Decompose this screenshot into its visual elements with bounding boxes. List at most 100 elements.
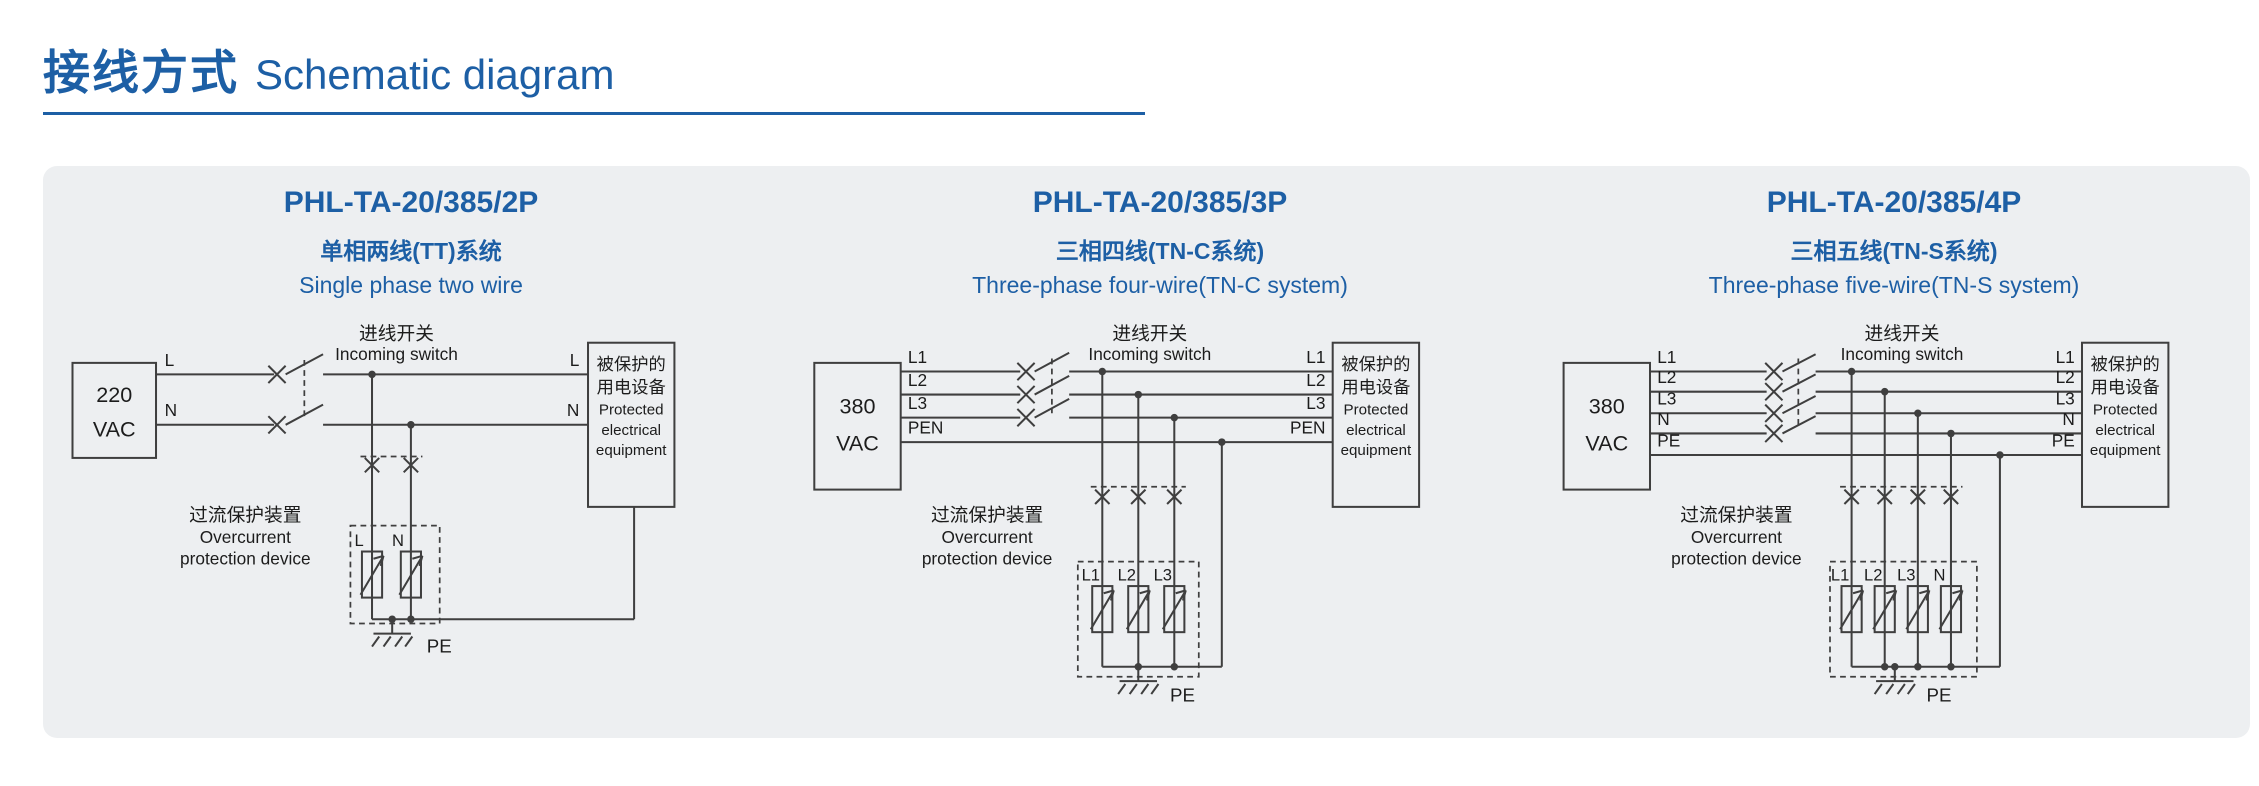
equipment-cn-2: 用电设备 <box>597 377 666 397</box>
schematic-4p: 380 VAC 进线开关 Incoming switch L1 L2 L3 N … <box>1562 323 2170 705</box>
pe-label: PE <box>427 635 452 656</box>
line-label-left: L3 <box>908 393 927 413</box>
equipment-cn-2: 用电设备 <box>1341 377 1410 397</box>
overcurrent-label-4p: 过流保护装置 Overcurrent protection device <box>1671 504 1802 568</box>
arrester-arrows <box>1839 589 1964 630</box>
line-labels-4p: L1 L2 L3 N PE L1 L2 L3 N PE <box>1657 347 2075 451</box>
spd-terminal-label: N <box>1933 565 1945 584</box>
line-label-left: N <box>1657 409 1669 429</box>
incoming-switch-en: Incoming switch <box>1088 344 1211 364</box>
equipment-box-4p: 被保护的 用电设备 Protected electrical equipment <box>2080 341 2170 508</box>
line-label-left: L2 <box>1657 367 1676 387</box>
source-box-outline <box>1562 361 1652 491</box>
junction-dot <box>368 370 376 379</box>
junction-dot <box>1947 662 1955 671</box>
line-label-left: L1 <box>908 347 927 367</box>
system-cn-2p: 单相两线(TT)系统 <box>320 238 502 264</box>
junction-dot <box>1914 662 1922 671</box>
arrester-body <box>399 550 422 599</box>
overcurrent-label-3p: 过流保护装置 Overcurrent protection device <box>922 504 1053 568</box>
arrester-body <box>1840 585 1863 634</box>
overcurrent-en-2: protection device <box>922 548 1053 568</box>
junction-dot <box>407 421 415 429</box>
overcurrent-cn: 过流保护装置 <box>189 504 301 525</box>
spd-terminal-label: L1 <box>1831 565 1849 584</box>
overcurrent-en-1: Overcurrent <box>942 527 1033 547</box>
source-voltage-unit-4p: VAC <box>1585 431 1628 456</box>
model-title-2p: PHL-TA-20/385/2P <box>283 186 539 219</box>
junction-dot <box>1134 390 1143 399</box>
incoming-switch-label-3p: 进线开关 Incoming switch <box>1088 323 1211 364</box>
incoming-switch-cn: 进线开关 <box>359 323 434 344</box>
spd-enclosure-dashed <box>1829 560 1978 678</box>
overcurrent-cn: 过流保护装置 <box>1680 504 1792 525</box>
equipment-en-3: equipment <box>2090 442 2161 459</box>
spd-terminal-label: L2 <box>1118 565 1136 584</box>
line-label-right: L2 <box>1306 370 1325 390</box>
equipment-en-3: equipment <box>1341 442 1412 459</box>
line-label-right: PE <box>2052 430 2075 450</box>
source-voltage-unit-2p: VAC <box>93 416 136 441</box>
overcurrent-en-1: Overcurrent <box>1691 527 1782 547</box>
breaker-contacts-2p <box>267 353 419 474</box>
equipment-en-1: Protected <box>599 402 664 419</box>
spd-enclosure-dashed <box>1076 560 1200 678</box>
wires-2p <box>156 373 636 634</box>
incoming-switch-en: Incoming switch <box>335 344 458 364</box>
system-en-3p: Three-phase four-wire(TN-C system) <box>972 272 1348 298</box>
breaker-contacts-4p <box>1764 353 1959 505</box>
incoming-switch-label-4p: 进线开关 Incoming switch <box>1841 323 1964 364</box>
diagram-4p-heading: PHL-TA-20/385/4P 三相五线(TN-S系统) Three-phas… <box>1544 186 2244 299</box>
arrester-body <box>1163 585 1186 634</box>
line-label-right: N <box>2062 409 2074 429</box>
spd-box-4p: L1 L2 L3 N <box>1829 560 1978 678</box>
earth-icon <box>1873 680 1916 695</box>
equipment-box-outline <box>1331 341 1421 508</box>
line-label-right: L <box>570 350 580 370</box>
arrester-arrows <box>359 554 424 596</box>
arrester-arrows <box>1089 589 1187 630</box>
line-label-left: N <box>165 400 177 420</box>
line-labels-3p: L1 L2 L3 PEN L1 L2 L3 PEN <box>908 347 1326 438</box>
breaker-contacts-3p <box>1016 351 1183 505</box>
arrester-body <box>1939 585 1963 634</box>
line-label-left: L3 <box>1657 389 1676 409</box>
line-label-right: L3 <box>1306 393 1325 413</box>
equipment-box-outline <box>2080 341 2170 508</box>
spd-terminal-label: L2 <box>1864 565 1882 584</box>
line-label-right: L2 <box>2056 367 2075 387</box>
equipment-cn-2: 用电设备 <box>2091 377 2160 397</box>
ground-symbol-2p: PE <box>371 632 452 656</box>
line-label-left: PEN <box>908 417 944 437</box>
arrester-body <box>1127 585 1150 634</box>
equipment-box-outline <box>587 341 676 508</box>
source-box-2p: 220 VAC <box>71 361 158 459</box>
earth-icon <box>1117 680 1160 695</box>
junction-dot <box>1170 662 1179 671</box>
spd-box-3p: L1 L2 L3 <box>1076 560 1200 678</box>
equipment-box-2p: 被保护的 用电设备 Protected electrical equipment <box>587 341 676 508</box>
arrester-body <box>360 550 384 599</box>
equipment-en-2: electrical <box>2095 422 2155 439</box>
spd-terminal-label: L3 <box>1154 565 1172 584</box>
source-box-outline <box>813 361 902 491</box>
line-label-left: L2 <box>908 370 927 390</box>
source-voltage-2p: 220 <box>96 382 132 407</box>
junction-dot <box>407 615 415 623</box>
junction-dot <box>1847 367 1856 376</box>
junction-dot <box>1880 387 1889 396</box>
incoming-switch-label-2p: 进线开关 Incoming switch <box>335 323 458 364</box>
earth-icon <box>371 632 414 648</box>
page-title-cn: 接线方式 <box>43 46 239 99</box>
arrester-body <box>1091 585 1114 634</box>
junction-dot <box>1996 451 2004 459</box>
line-label-right: L3 <box>2056 389 2075 409</box>
wires-3p <box>900 370 1333 682</box>
junction-dot <box>1914 409 1922 418</box>
junction-dot <box>1218 438 1226 446</box>
source-box-4p: 380 VAC <box>1562 361 1652 491</box>
header-underline <box>43 112 1145 115</box>
spd-terminal-label: N <box>392 531 404 550</box>
